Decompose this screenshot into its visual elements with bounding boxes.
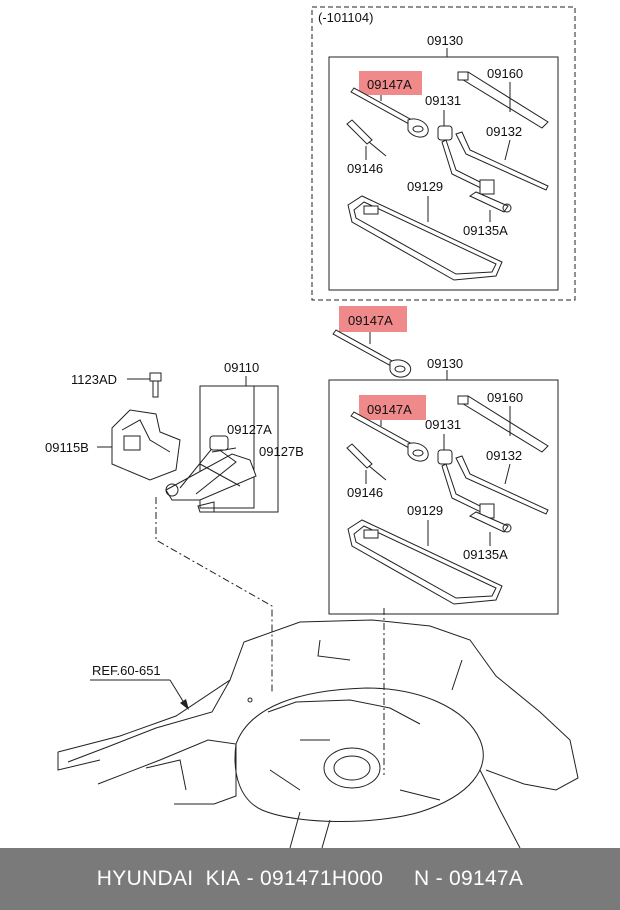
screwdriver-label-top: 09146 — [347, 161, 383, 176]
footer-separator-2: - — [429, 867, 449, 890]
bracket-label: 09115B — [45, 440, 89, 455]
screwdriver-bottom — [346, 443, 387, 481]
footer-n-prefix: N — [413, 867, 430, 890]
crank-label-top: 09131 — [425, 93, 461, 108]
handle-tool-bottom — [350, 411, 429, 462]
spanner-bottom — [468, 511, 512, 533]
ref-label[interactable]: REF.60-651 — [92, 663, 161, 678]
kit-label-bottom: 09130 — [427, 356, 463, 371]
bolt-label: 1123AD — [71, 372, 117, 387]
jack-part-a-label: 09127A — [227, 422, 272, 437]
jack-part-b-label: 09127B — [259, 444, 304, 459]
bolt-part — [149, 372, 162, 398]
footer-gap — [383, 867, 414, 891]
tool-case-bottom — [347, 519, 503, 605]
handle-label-middle[interactable]: 09147A — [348, 313, 393, 328]
variant-dashed-box — [311, 6, 576, 301]
screwdriver-top — [346, 119, 387, 157]
handle-tool-middle — [332, 329, 412, 378]
footer-separator: - — [240, 867, 260, 890]
highlight-handle-bottom — [359, 395, 426, 420]
part-number-footer: HYUNDAI KIA - 091471H000 N - 09147A — [0, 848, 620, 910]
handle-tool-top — [350, 87, 429, 138]
wrench-bar-label-top: 09160 — [487, 66, 523, 81]
crank-rod-top — [455, 131, 549, 191]
screwdriver-label-bottom: 09146 — [347, 485, 383, 500]
footer-brand: HYUNDAI KIA — [96, 867, 241, 890]
case-label-bottom: 09129 — [407, 503, 443, 518]
crank-tool-top — [437, 125, 495, 195]
crank-label-bottom: 09131 — [425, 417, 461, 432]
tool-case-top — [347, 195, 503, 281]
highlight-handle-middle — [339, 306, 407, 332]
scissor-jack — [165, 435, 257, 513]
kit-frame-bottom — [328, 379, 559, 615]
handle-label-bottom[interactable]: 09147A — [367, 402, 412, 417]
kit-label-top: 09130 — [427, 33, 463, 48]
footer-part-number: 091471H000 — [260, 867, 384, 890]
spanner-label-top: 09135A — [463, 223, 508, 238]
wrench-bar-top — [457, 71, 549, 129]
spanner-label-bottom: 09135A — [463, 547, 508, 562]
case-label-top: 09129 — [407, 179, 443, 194]
crank-rod-label-bottom: 09132 — [486, 448, 522, 463]
variant-label: (-101104) — [318, 10, 373, 25]
ref-arrow-icon — [180, 699, 189, 710]
handle-label-top[interactable]: 09147A — [367, 77, 412, 92]
jack-bracket — [111, 409, 181, 481]
parts-diagram: (-101104) 09130 09147A 09160 09131 09132… — [45, 6, 579, 848]
spanner-top — [468, 191, 512, 213]
jack-label: 09110 — [224, 360, 259, 375]
kit-frame-top — [328, 56, 559, 291]
crank-rod-bottom — [455, 455, 549, 515]
wrench-bar-label-bottom: 09160 — [487, 390, 523, 405]
floor-panel — [57, 619, 579, 848]
footer-code: 09147A — [449, 867, 524, 890]
wrench-bar-bottom — [457, 395, 549, 453]
crank-rod-label-top: 09132 — [486, 124, 522, 139]
highlight-handle-top — [359, 71, 422, 95]
crank-tool-bottom — [437, 449, 495, 519]
